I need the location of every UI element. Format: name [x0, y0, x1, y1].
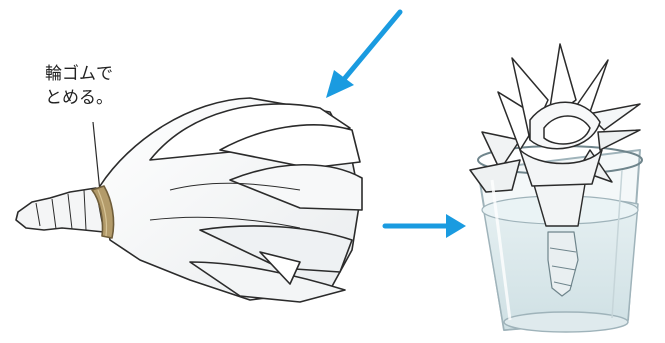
folded-napkin-bundle — [16, 98, 362, 302]
rubber-band-note: 輪ゴムで とめる。 — [45, 62, 113, 110]
arrow-right-icon — [385, 214, 466, 238]
leader-line — [93, 122, 100, 192]
arrow-down-left-icon — [326, 12, 400, 98]
note-line-1: 輪ゴムで — [45, 62, 113, 86]
glass-with-flower — [470, 44, 642, 332]
note-line-2: とめる。 — [45, 86, 113, 110]
